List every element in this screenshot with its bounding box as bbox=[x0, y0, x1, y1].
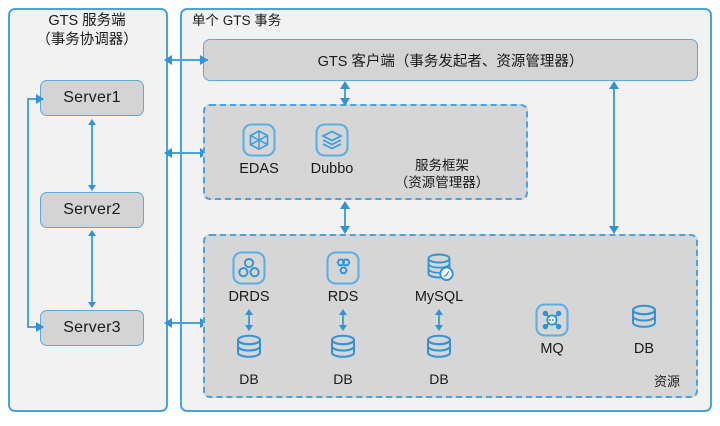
resource-item-db-mysql[interactable]: DB bbox=[402, 330, 476, 387]
gts-client-label: GTS 客户端（事务发起者、资源管理器） bbox=[317, 53, 584, 70]
server-node-server3[interactable]: Server3 bbox=[40, 310, 144, 346]
resource-item-label: MQ bbox=[540, 341, 564, 357]
connector-bracket-top bbox=[27, 98, 43, 100]
arrowhead-up bbox=[340, 201, 350, 209]
hexagons-cluster-icon bbox=[308, 248, 378, 288]
server-node-label: Server3 bbox=[63, 319, 121, 336]
arrowhead-right bbox=[36, 322, 44, 332]
resource-item-label: DB bbox=[633, 341, 655, 357]
resource-item-drds[interactable]: DRDS bbox=[214, 248, 284, 305]
server-node-label: Server2 bbox=[63, 201, 121, 218]
connector-mysql-to-db bbox=[438, 314, 440, 328]
service-framework-caption: 服务框架 （资源管理器） bbox=[394, 158, 490, 191]
arrowhead-down bbox=[245, 325, 253, 331]
connector-client-to-framework bbox=[344, 86, 346, 100]
arrowhead-left bbox=[164, 318, 172, 328]
mysql-cylinder-icon bbox=[402, 248, 476, 288]
server-node-server2[interactable]: Server2 bbox=[40, 192, 144, 228]
server-node-label: Server1 bbox=[63, 89, 121, 106]
resource-zone-label: 资源 bbox=[653, 374, 680, 389]
arrowhead-down bbox=[435, 325, 443, 331]
database-cylinder-icon bbox=[214, 330, 284, 370]
resource-zone: 资源 bbox=[203, 234, 698, 398]
resource-item-label: EDAS bbox=[239, 161, 279, 177]
arrowhead-up bbox=[88, 230, 96, 236]
resource-item-rds[interactable]: RDS bbox=[308, 248, 378, 305]
resource-item-edas[interactable]: EDAS bbox=[228, 120, 290, 177]
arrowhead-down bbox=[609, 226, 619, 234]
database-cylinder-icon bbox=[308, 330, 378, 370]
circles-cluster-icon bbox=[214, 248, 284, 288]
connector-server2-server3 bbox=[91, 235, 93, 303]
arrowhead-up bbox=[245, 309, 253, 315]
database-cylinder-icon bbox=[402, 330, 476, 370]
arrowhead-up bbox=[339, 309, 347, 315]
resource-item-label: RDS bbox=[327, 289, 359, 305]
resource-item-dubbo[interactable]: Dubbo bbox=[299, 120, 365, 177]
resource-item-label: DB bbox=[333, 371, 353, 387]
service-framework-zone bbox=[203, 104, 528, 200]
arrowhead-right bbox=[200, 55, 208, 65]
gts-transaction-panel-title: 单个 GTS 事务 bbox=[192, 13, 282, 28]
arrowhead-up bbox=[435, 309, 443, 315]
arrowhead-down bbox=[340, 226, 350, 234]
resource-item-db-rds[interactable]: DB bbox=[308, 330, 378, 387]
resource-item-mq[interactable]: MQ bbox=[522, 300, 582, 357]
arrowhead-right bbox=[36, 94, 44, 104]
resource-item-db-drds[interactable]: DB bbox=[214, 330, 284, 387]
connector-bracket-bottom bbox=[27, 326, 43, 328]
connector-rds-to-db bbox=[342, 314, 344, 328]
connector-server-to-framework bbox=[168, 152, 208, 154]
connector-server1-server2 bbox=[91, 124, 93, 186]
arrowhead-up bbox=[609, 81, 619, 89]
resource-item-db-standalone[interactable]: DB bbox=[614, 300, 674, 357]
arrowhead-down bbox=[339, 325, 347, 331]
resource-item-label: DB bbox=[239, 371, 259, 387]
arrowhead-up bbox=[340, 81, 350, 89]
arrowhead-down bbox=[88, 302, 96, 308]
arrowhead-left bbox=[164, 148, 172, 158]
layers-icon bbox=[299, 120, 365, 160]
connector-server1-server3-bracket bbox=[27, 98, 29, 328]
arrowhead-up bbox=[88, 119, 96, 125]
resource-item-mysql[interactable]: MySQL bbox=[402, 248, 476, 305]
arrowhead-down bbox=[340, 98, 350, 106]
resource-item-label: Dubbo bbox=[310, 161, 354, 177]
database-cylinder-icon bbox=[614, 300, 674, 340]
connector-drds-to-db bbox=[248, 314, 250, 328]
connector-server-to-client bbox=[168, 59, 208, 61]
connector-framework-to-resource bbox=[344, 206, 346, 230]
arrowhead-down bbox=[88, 185, 96, 191]
node-network-icon bbox=[522, 300, 582, 340]
resource-item-label: DB bbox=[429, 371, 449, 387]
server-node-server1[interactable]: Server1 bbox=[40, 80, 144, 116]
resource-item-label: DRDS bbox=[228, 289, 270, 305]
arrowhead-left bbox=[164, 55, 172, 65]
cube-icon bbox=[228, 120, 290, 160]
connector-server-to-resource bbox=[168, 322, 208, 324]
connector-client-to-resource bbox=[613, 86, 615, 230]
resource-item-label: MySQL bbox=[414, 289, 464, 305]
gts-server-panel-title: GTS 服务端 （事务协调器） bbox=[36, 13, 138, 48]
gts-client-box[interactable]: GTS 客户端（事务发起者、资源管理器） bbox=[203, 39, 698, 81]
